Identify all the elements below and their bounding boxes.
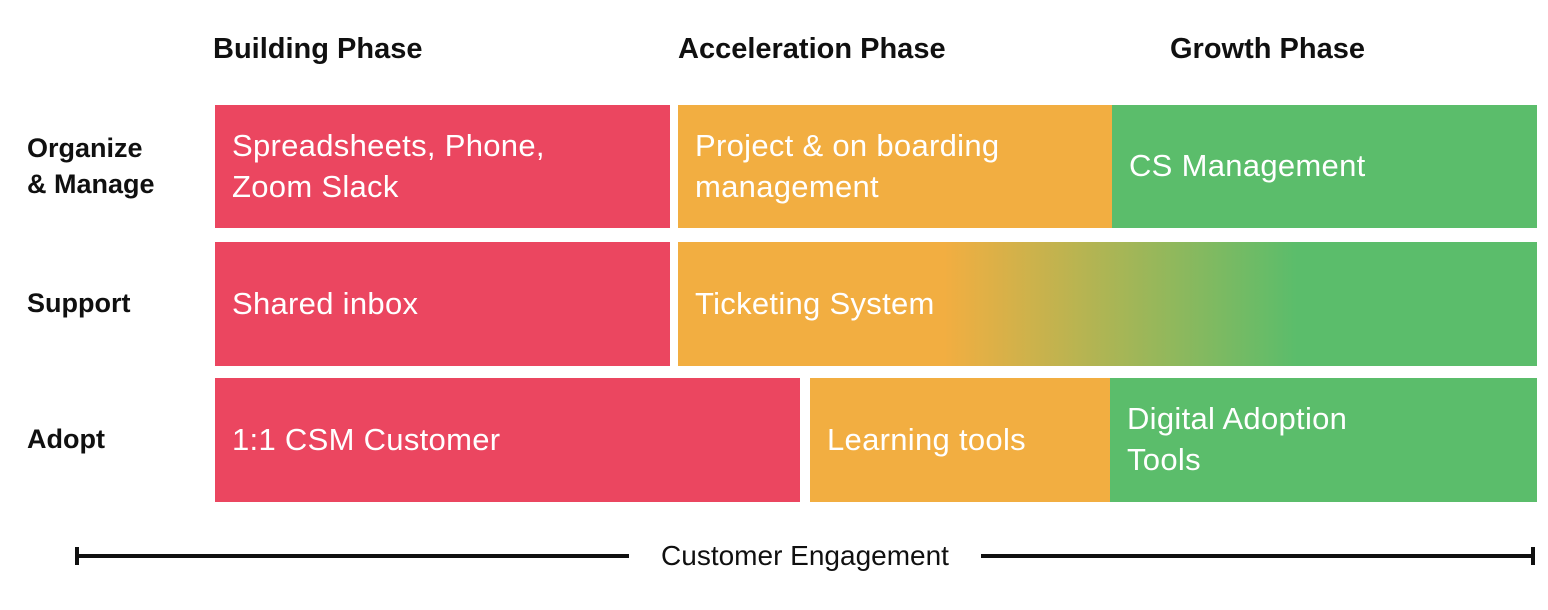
cell-adopt-acceleration: Learning tools: [810, 378, 1110, 502]
cell-adopt-growth: Digital Adoption Tools: [1110, 378, 1537, 502]
column-header-building-phase: Building Phase: [213, 33, 423, 65]
axis-line-right: [980, 554, 1531, 558]
axis-label: Customer Engagement: [661, 540, 949, 571]
row-label-adopt: Adopt: [27, 424, 105, 455]
cell-text: Shared inbox: [232, 285, 419, 321]
cell-text: Digital Adoption Tools: [1127, 401, 1348, 477]
customer-engagement-axis: Customer Engagement: [75, 538, 1535, 574]
row-label-organize-manage: Organize & Manage: [27, 133, 155, 199]
cell-support-acceleration-growth: Ticketing System: [678, 242, 1537, 366]
cell-text: CS Management: [1129, 148, 1366, 184]
axis-line-left: [79, 554, 630, 558]
cell-organize-acceleration: Project & on boarding management: [678, 105, 1112, 228]
cell-organize-building: Spreadsheets, Phone, Zoom Slack: [215, 105, 670, 228]
axis-right-tick: [1531, 547, 1535, 565]
axis-left-tick: [75, 547, 79, 565]
cell-organize-growth: CS Management: [1112, 105, 1537, 228]
cell-support-building: Shared inbox: [215, 242, 670, 366]
cell-adopt-building: 1:1 CSM Customer: [215, 378, 800, 502]
cell-text: Spreadsheets, Phone, Zoom Slack: [232, 127, 545, 204]
cell-text: 1:1 CSM Customer: [232, 421, 501, 457]
cell-text: Project & on boarding management: [695, 127, 1000, 204]
column-header-acceleration-phase: Acceleration Phase: [678, 33, 946, 65]
cell-text: Learning tools: [827, 421, 1026, 457]
column-header-growth-phase: Growth Phase: [1170, 33, 1365, 65]
cell-text: Ticketing System: [695, 285, 935, 321]
row-label-support: Support: [27, 288, 131, 319]
